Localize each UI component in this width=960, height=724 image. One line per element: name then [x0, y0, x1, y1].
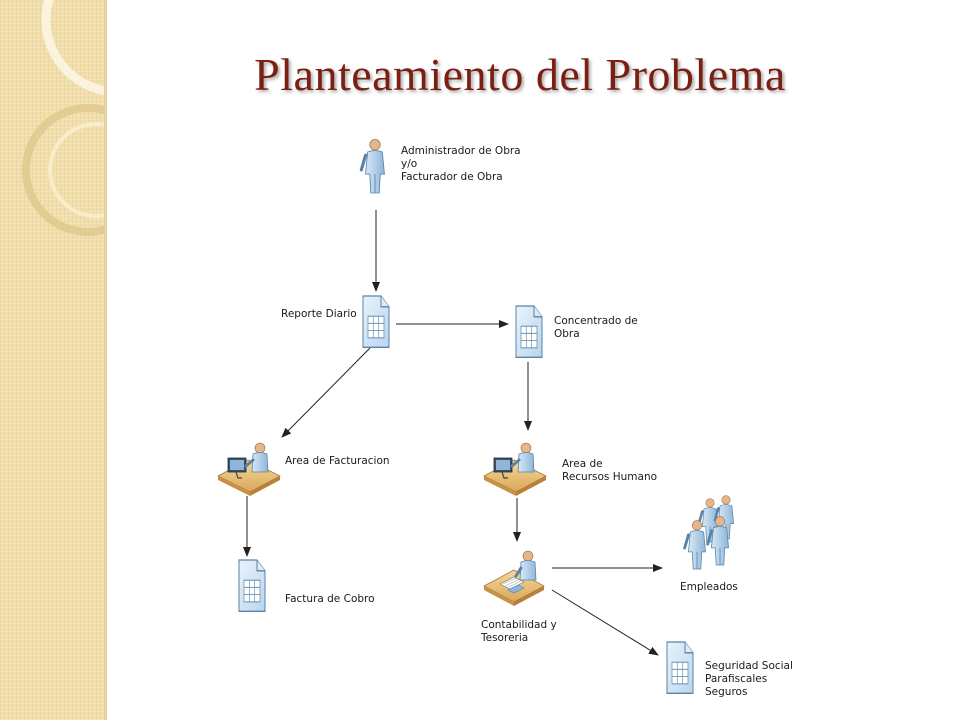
recursos-label-line-2: Recursos Humano	[562, 471, 657, 483]
seguridad-label-line-1: Seguridad Social	[705, 660, 793, 672]
document-icon	[362, 295, 390, 348]
administrador-label-line-3: Facturador de Obra	[401, 171, 503, 183]
person-icon	[359, 137, 387, 195]
concentrado-label: Concentrado de Obra	[554, 315, 641, 340]
contabilidad-label: Contabilidad y Tesoreria	[480, 619, 560, 644]
concentrado-label-line-1: Concentrado de	[554, 315, 638, 327]
contabilidad-label-line-2: Tesoreria	[480, 632, 528, 644]
accounting-desk-icon	[482, 549, 546, 608]
seguridad-label: Seguridad Social Parafiscales Seguros	[705, 660, 796, 698]
node-contabilidad: Contabilidad y Tesoreria	[480, 549, 560, 644]
document-icon	[515, 305, 543, 358]
sidebar-edge	[104, 0, 107, 720]
reporte-label: Reporte Diario	[281, 308, 357, 320]
node-empleados: Empleados	[680, 494, 738, 593]
edge-reporte-facturacion	[281, 347, 371, 438]
group-icon	[683, 494, 735, 571]
node-seguridad: Seguridad Social Parafiscales Seguros	[666, 641, 796, 698]
workstation-icon	[216, 441, 282, 498]
node-administrador: Administrador de Obra y/o Facturador de …	[359, 137, 524, 195]
recursos-label: Area de Recursos Humano	[562, 458, 657, 483]
concentrado-label-line-2: Obra	[554, 328, 580, 340]
administrador-label: Administrador de Obra y/o Facturador de …	[401, 145, 524, 183]
node-facturacion: Area de Facturacion	[216, 441, 390, 498]
seguridad-label-line-2: Parafiscales	[705, 673, 767, 685]
empleados-label: Empleados	[680, 581, 738, 593]
node-factura: Factura de Cobro	[238, 559, 375, 612]
contabilidad-label-line-1: Contabilidad y	[481, 619, 557, 631]
facturacion-label: Area de Facturacion	[285, 455, 390, 467]
document-icon	[666, 641, 694, 694]
node-recursos: Area de Recursos Humano	[482, 441, 657, 498]
administrador-label-line-1: Administrador de Obra	[401, 145, 521, 157]
administrador-label-line-2: y/o	[401, 158, 417, 170]
edge-contabilidad-seguridad	[551, 589, 659, 656]
node-concentrado: Concentrado de Obra	[515, 305, 641, 358]
node-reporte: Reporte Diario	[281, 295, 390, 348]
recursos-label-line-1: Area de	[562, 458, 603, 470]
seguridad-label-line-3: Seguros	[705, 686, 747, 698]
factura-label: Factura de Cobro	[285, 593, 375, 605]
sidebar-decoration	[0, 0, 195, 720]
workstation-icon	[482, 441, 548, 498]
document-icon	[238, 559, 266, 612]
slide-title: Planteamiento del Problema	[254, 49, 786, 100]
